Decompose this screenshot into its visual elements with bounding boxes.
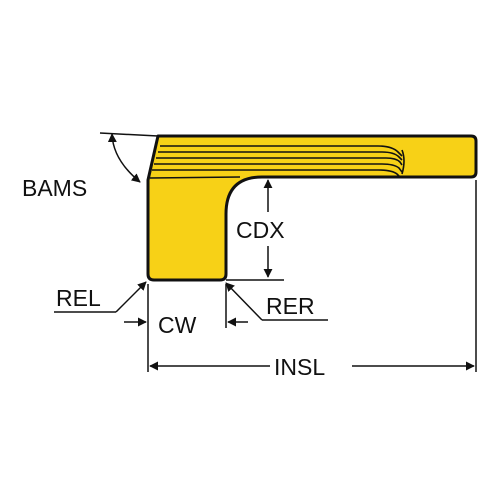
rer-label: RER xyxy=(266,293,315,319)
cdx-label: CDX xyxy=(236,217,285,243)
rel-label: REL xyxy=(56,285,101,311)
rer-dimension: RER xyxy=(225,282,328,321)
cdx-dimension: CDX xyxy=(226,179,285,281)
bams-dimension: BAMS xyxy=(22,132,159,201)
cw-label: CW xyxy=(158,312,197,338)
insl-label: INSL xyxy=(274,354,325,380)
chipbreaker-groove xyxy=(149,145,405,179)
insl-dimension: INSL xyxy=(149,180,477,380)
rel-dimension: REL xyxy=(54,281,147,313)
cw-dimension: CW xyxy=(124,284,248,372)
bams-label: BAMS xyxy=(22,175,87,201)
